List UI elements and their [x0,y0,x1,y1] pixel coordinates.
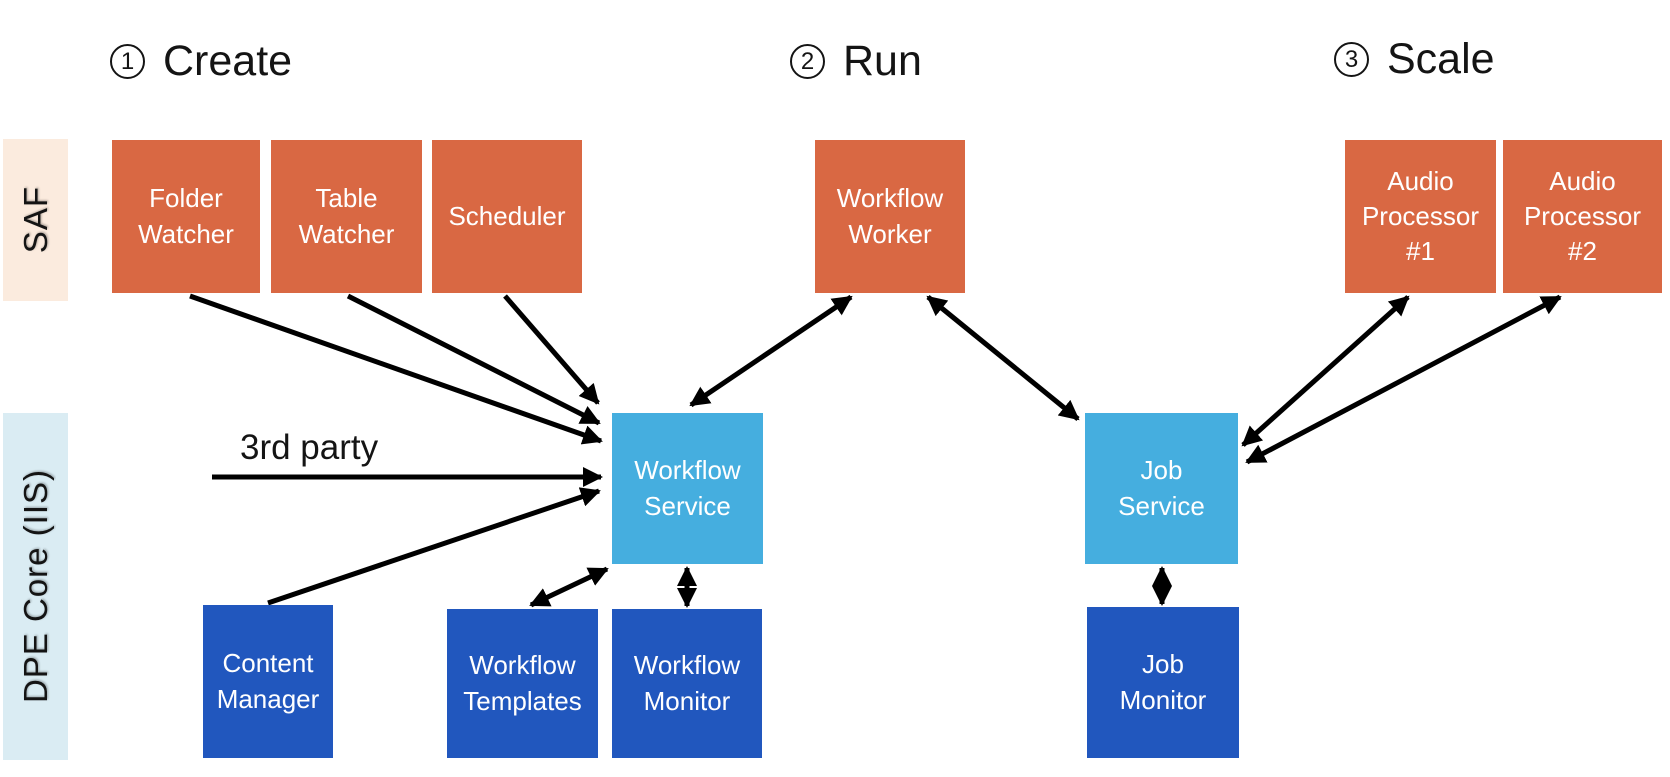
folder-watcher-box: Folder Watcher [112,140,260,293]
arrow-table-watcher-to-workflow-service [346,293,601,426]
table-watcher-box: Table Watcher [271,140,422,293]
content-manager-box: Content Manager [203,605,333,758]
phase-scale-label: Scale [1387,35,1495,83]
phase-scale: 3 Scale [1334,38,1495,81]
arrow-folder-watcher-to-workflow-service [189,293,603,445]
audio-processor-1-box: Audio Processor #1 [1345,140,1496,293]
saf-lane: SAF [3,139,68,301]
arrow-workflow-service-workflow-worker [689,294,853,408]
arrow-job-service-audio-processor-2 [1245,294,1562,465]
job-monitor-box: Job Monitor [1087,607,1239,758]
audio-processor-2-box: Audio Processor #2 [1503,140,1662,293]
phase-run: 2 Run [790,40,922,83]
workflow-templates-box: Workflow Templates [447,609,598,758]
arrow-content-manager-to-workflow-service [267,487,601,606]
arrow-scheduler-to-workflow-service [503,294,600,405]
arrow-workflow-service-workflow-templates [529,566,609,608]
arrow-job-service-audio-processor-1 [1241,295,1410,447]
third-party-label: 3rd party [240,428,379,467]
dpe-core-lane: DPE Core (IIS) [3,413,68,760]
dpe-core-lane-label: DPE Core (IIS) [16,469,54,704]
phase-create-label: Create [163,37,293,85]
phase-run-label: Run [843,37,922,85]
saf-lane-label: SAF [16,186,54,254]
arrow-workflow-worker-job-service [926,295,1080,421]
phase-run-number-badge: 2 [790,44,825,79]
phase-create-number-badge: 1 [110,44,145,79]
scheduler-box: Scheduler [432,140,582,293]
job-service-box: Job Service [1085,413,1238,564]
workflow-worker-box: Workflow Worker [815,140,965,293]
workflow-monitor-box: Workflow Monitor [612,609,762,758]
phase-create: 1 Create [110,40,292,83]
phase-scale-number-badge: 3 [1334,42,1369,77]
workflow-service-box: Workflow Service [612,413,763,564]
